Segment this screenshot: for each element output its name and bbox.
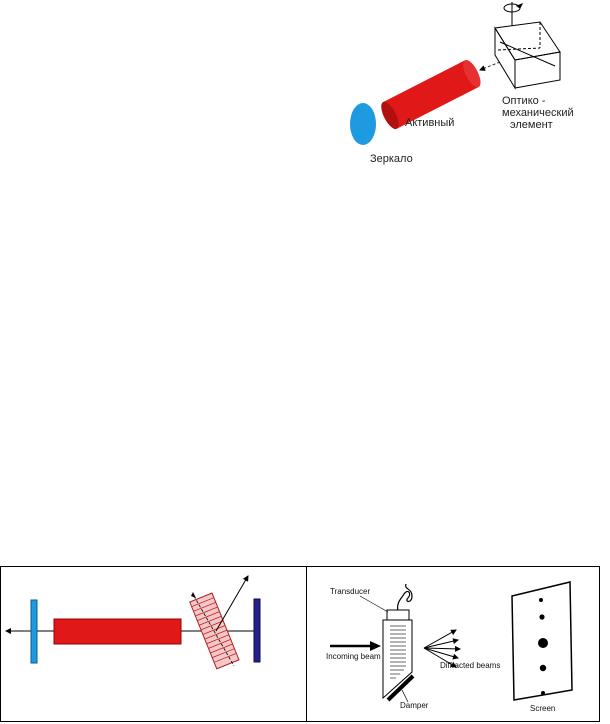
label-mirror: Зеркало: [370, 153, 413, 165]
bottom-left-laser: [5, 575, 261, 670]
transducer-coil: [397, 583, 413, 612]
label-screen: Screen: [530, 704, 555, 713]
active-rod: [381, 60, 481, 130]
laser-rod: [53, 618, 182, 645]
top-laser-diagram: Оптико - механический элемент Активный З…: [350, 2, 574, 165]
diffracted-beams: [423, 629, 461, 668]
crystal-cell: [382, 619, 413, 700]
label-transducer: Transducer: [330, 587, 371, 596]
rotation-arrow-icon: [503, 2, 524, 26]
label-prism-line2: механический: [502, 107, 574, 119]
label-prism-line3: элемент: [510, 119, 553, 131]
label-prism-line1: Оптико -: [502, 95, 546, 107]
beam-dashed: [479, 61, 501, 71]
damper: [386, 674, 415, 702]
rear-mirror: [253, 598, 261, 663]
deflected-beam: [215, 575, 249, 632]
aom-normal-dashed: [193, 595, 235, 667]
label-damper: Damper: [400, 701, 429, 710]
acoustic-wavefronts: [390, 625, 406, 679]
diffraction-spots: [538, 598, 548, 695]
label-active: Активный: [405, 117, 454, 129]
label-incoming: Incoming beam: [326, 652, 381, 661]
mirror-disc: [350, 103, 376, 145]
output-mirror: [30, 599, 38, 664]
bottom-frame: [0, 566, 600, 722]
transducer-block: [386, 609, 410, 621]
bottom-right-aod: Transducer Incoming beam Diffracted beam…: [326, 581, 573, 713]
label-diffracted: Diffracted beams: [440, 661, 500, 670]
prism-element: [494, 21, 561, 90]
